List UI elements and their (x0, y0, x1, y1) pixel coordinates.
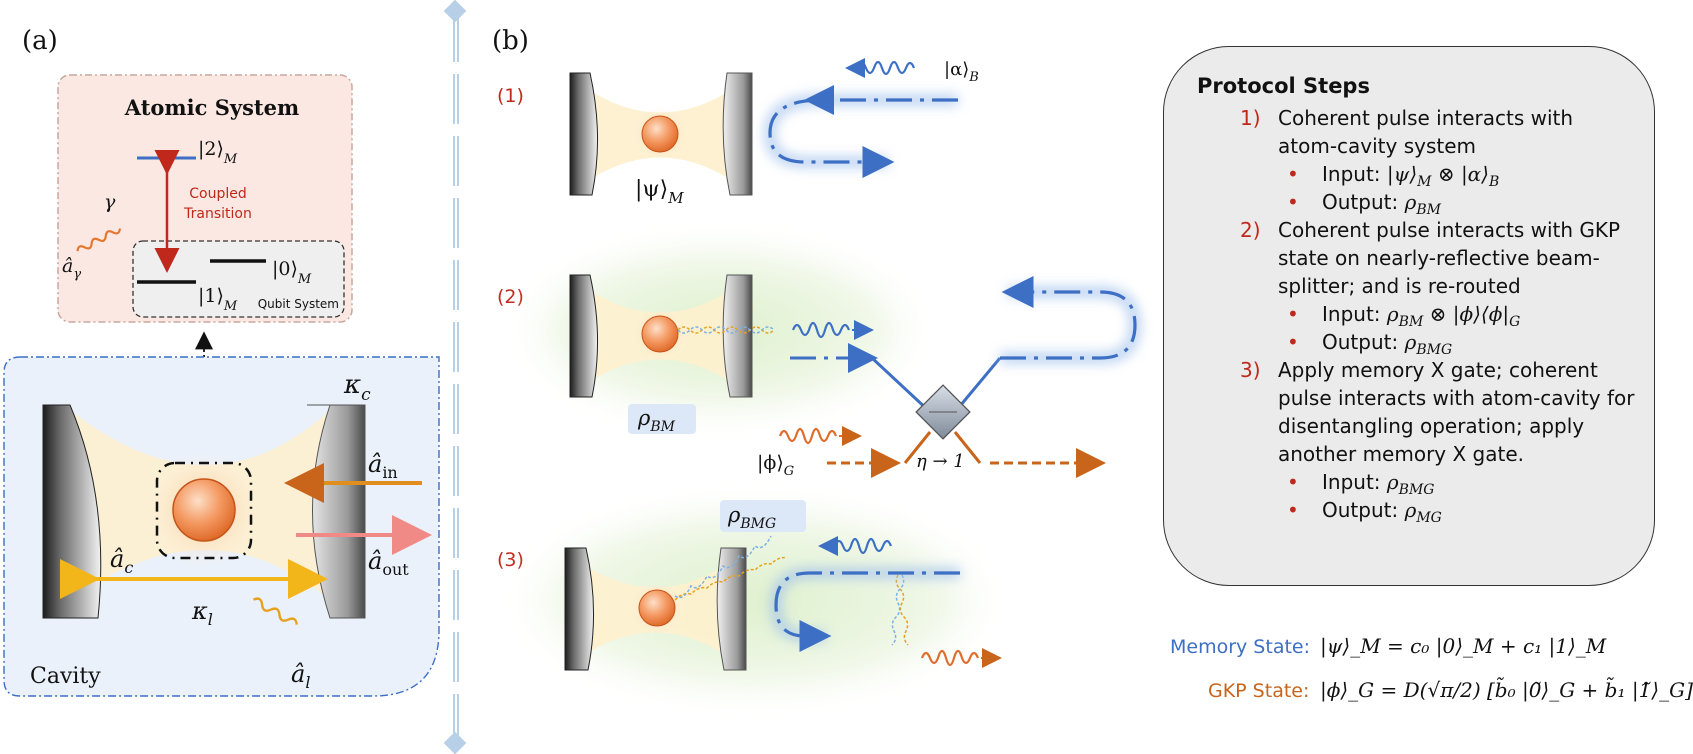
a-l-label: âl (291, 660, 310, 692)
divider-top-diamond (443, 0, 467, 23)
a-in-label: âin (368, 450, 398, 482)
protocol-step-3-output-bullet: • (1287, 498, 1299, 522)
s2-entangle-wave-b (677, 326, 775, 334)
protocol-step-3-input: Input: ρBMG (1322, 470, 1435, 498)
step-2-label: (2) (497, 286, 524, 308)
s2-left-mirror (569, 274, 598, 398)
memory-state-equation: |ψ⟩_M = c₀ |0⟩_M + c₁ |1⟩_M (1320, 634, 1607, 658)
s2-atom (641, 315, 679, 353)
s1-pulse-wave (856, 60, 916, 76)
s2-gkp-to-splitter (903, 431, 932, 464)
s1-alpha-label: |α⟩B (944, 59, 979, 85)
level-0-label: |0⟩M (272, 258, 312, 287)
protocol-step-3-line-3: disentangling operation; apply (1278, 414, 1585, 438)
qubit-system-box (132, 240, 345, 318)
s3-gkp-pulse-wave (920, 649, 980, 667)
s3-link-wave-a (895, 574, 909, 646)
panel-a-label: (a) (22, 26, 58, 56)
protocol-step-1-output-bullet: • (1287, 190, 1299, 214)
divider-bottom-diamond (443, 731, 467, 754)
protocol-step-1-number: 1) (1240, 106, 1261, 130)
s3-rho-bg (720, 500, 806, 532)
protocol-step-1-line-1: Coherent pulse interacts with (1278, 106, 1574, 130)
eta-label: η → 1 (916, 451, 965, 472)
protocol-step-3-line-2: pulse interacts with atom-cavity for (1278, 386, 1635, 410)
protocol-step-2-output: Output: ρBMG (1322, 330, 1453, 358)
a-c-label: âc (110, 545, 133, 577)
gkp-state-label: GKP State: (1208, 680, 1310, 702)
coupled-label-1: Coupled (189, 186, 247, 202)
atom-interaction-box (155, 461, 253, 560)
a-out-label: âout (368, 547, 409, 579)
s3-left-mirror (564, 547, 594, 671)
step-1-label: (1) (497, 85, 524, 107)
s3-right-mirror (716, 547, 747, 671)
s1-left-mirror (569, 72, 598, 196)
a-gamma-label: âγ (62, 255, 81, 282)
s2-beam-from-splitter (953, 357, 1002, 413)
protocol-step-2-number: 2) (1240, 218, 1261, 242)
protocol-step-2-line-3: splitter; and is re-routed (1278, 274, 1521, 298)
s2-reroute-glow (1000, 287, 1141, 363)
kappa-c-label: κc (343, 370, 371, 405)
gamma-photon-wave (76, 228, 121, 252)
protocol-step-3-input-bullet: • (1287, 470, 1299, 494)
s3-entanglement-region (505, 495, 1005, 705)
s2-beam-to-splitter (870, 356, 932, 414)
protocol-step-3-line-1: Apply memory X gate; coherent (1278, 358, 1598, 382)
s3-beam-path (774, 571, 960, 652)
protocol-step-2-input-bullet: • (1287, 302, 1299, 326)
level-2-label: |2⟩M (198, 138, 238, 167)
protocol-step-1-output: Output: ρBM (1322, 190, 1441, 218)
s2-gkp-pulse-wave (778, 427, 838, 445)
protocol-panel (1163, 46, 1655, 586)
protocol-title: Protocol Steps (1197, 74, 1370, 98)
s1-right-mirror (722, 72, 753, 196)
gkp-state-equation: |ϕ⟩_G = D(√π/2) [b̃₀ |0̃⟩_G + b̃₁ |1̃⟩_G… (1320, 678, 1693, 702)
cavity-atom (172, 478, 236, 542)
s2-gkp-from-splitter (953, 431, 982, 464)
protocol-step-2-input: Input: ρBM ⊗ |ϕ⟩⟨ϕ|G (1322, 302, 1521, 330)
s2-entangle-wave-a (677, 326, 775, 334)
qubit-system-label: Qubit System (258, 297, 339, 311)
s1-atom (641, 115, 679, 153)
cavity-label: Cavity (30, 664, 101, 689)
loss-photon-wave (252, 597, 298, 625)
protocol-step-1-input: Input: |ψ⟩M ⊗ |α⟩B (1322, 162, 1500, 190)
level-1-label: |1⟩M (198, 285, 238, 314)
s3-link-wave-b (891, 574, 905, 646)
atomic-system-title: Atomic System (124, 95, 299, 120)
protocol-step-1-line-2: atom-cavity system (1278, 134, 1477, 158)
gamma-label: γ (104, 191, 116, 213)
s1-psi-label: |ψ⟩M (635, 177, 684, 207)
s2-rho-bg (628, 404, 696, 434)
s2-right-mirror (722, 274, 753, 398)
protocol-step-2-line-2: state on nearly-reflective beam- (1278, 246, 1600, 270)
protocol-step-3-output: Output: ρMG (1322, 498, 1442, 526)
s3-pulse-wave (833, 537, 893, 555)
step-3-label: (3) (497, 549, 524, 571)
kappa-l-label: κl (191, 597, 213, 629)
protocol-step-3-number: 3) (1240, 358, 1261, 382)
s2-reroute-path (1000, 276, 1137, 360)
panel-b-label: (b) (492, 26, 529, 56)
s1-beam-glow (764, 95, 958, 167)
s2-pulse-wave (791, 321, 851, 339)
s1-beam-path (768, 98, 958, 178)
memory-state-label: Memory State: (1170, 636, 1311, 658)
protocol-step-2-line-1: Coherent pulse interacts with GKP (1278, 218, 1621, 242)
s2-phi-label: |ϕ⟩G (757, 452, 794, 479)
s3-entangle-wave-b (674, 535, 772, 599)
protocol-step-2-output-bullet: • (1287, 330, 1299, 354)
protocol-step-1-input-bullet: • (1287, 162, 1299, 186)
s3-rho-label: ρBMG (727, 503, 776, 532)
coupled-label-2: Transition (183, 206, 252, 222)
s3-atom (638, 589, 676, 627)
s2-rho-label: ρBM (637, 406, 676, 435)
protocol-step-3-line-4: another memory X gate. (1278, 442, 1525, 466)
s3-entangle-wave-a (674, 556, 788, 601)
